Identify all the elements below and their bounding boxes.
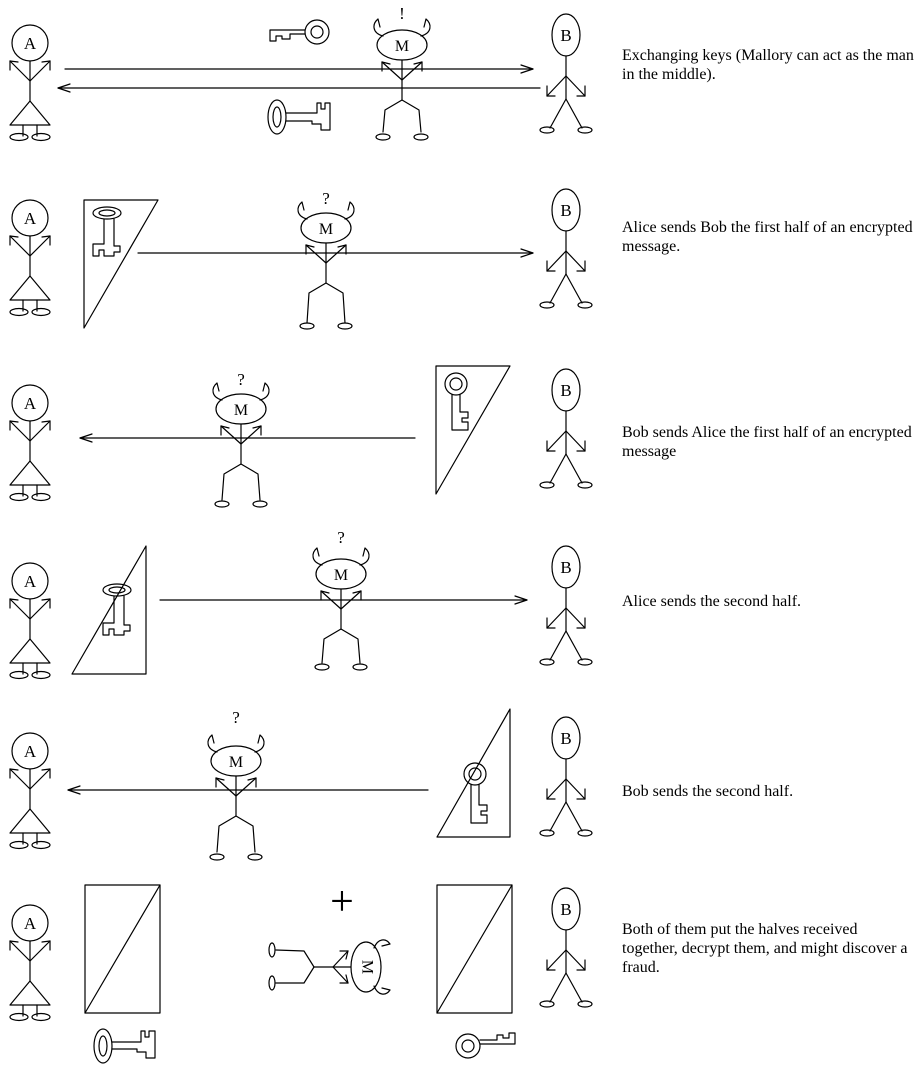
mallory-figure: ? M: [212, 370, 270, 508]
alice-label: A: [24, 34, 37, 53]
alice-figure: A: [9, 562, 51, 680]
encrypted-half-message-icon: [435, 365, 511, 495]
alice-combined-message-box: [84, 884, 161, 1014]
bob-label: B: [560, 729, 571, 748]
bob-label: B: [560, 558, 571, 577]
bob-figure: B: [539, 716, 593, 837]
panel-3: A B ? M: [9, 365, 593, 508]
bob-label: B: [560, 900, 571, 919]
caption-step-4: Alice sends the second half.: [622, 593, 802, 610]
mallory-mark: ?: [337, 528, 345, 547]
mallory-figure: ? M: [312, 528, 370, 671]
alice-figure: A: [9, 24, 51, 142]
mallory-mark: !: [399, 4, 405, 23]
panel-5: A B ? M: [9, 708, 593, 861]
arrow-alice-to-bob: [64, 64, 534, 74]
mallory-label: M: [229, 754, 243, 771]
mallory-label: M: [234, 402, 248, 419]
arrow-alice-to-bob: [159, 595, 528, 605]
alice-figure: A: [9, 904, 51, 1022]
bob-figure: B: [539, 13, 593, 134]
encrypted-half-message-icon: [83, 199, 159, 329]
alice-label: A: [24, 394, 37, 413]
arrow-bob-to-alice: [57, 83, 541, 93]
alice-figure: A: [9, 732, 51, 850]
arrow-bob-to-alice: [67, 785, 429, 795]
bob-label: B: [560, 26, 571, 45]
key-vertical-ring-icon: [267, 99, 331, 135]
bob-label: B: [560, 201, 571, 220]
panel-2: A B ? M: [9, 188, 593, 330]
caption-step-2: Alice sends Bob the first half of an enc…: [622, 219, 913, 255]
alice-label: A: [24, 914, 37, 933]
panel-4: A B ? M: [9, 528, 593, 680]
caption-step-1: Exchanging keys (Mallory can act as the …: [622, 47, 914, 83]
panel-1: A B ! M: [9, 4, 593, 142]
encrypted-half-message-icon: [71, 545, 147, 675]
mallory-mark: ?: [322, 189, 330, 208]
bob-figure: B: [539, 545, 593, 666]
mallory-mark: ?: [237, 370, 245, 389]
alice-figure: A: [9, 199, 51, 317]
mallory-figure: M: [268, 939, 391, 995]
bob-label: B: [560, 381, 571, 400]
mallory-label: M: [395, 38, 409, 55]
alice-label: A: [24, 742, 37, 761]
mallory-label: M: [319, 221, 333, 238]
mallory-figure: ? M: [297, 189, 355, 330]
mallory-mark: +: [330, 879, 354, 925]
alice-label: A: [24, 209, 37, 228]
mallory-figure: ! M: [373, 4, 431, 141]
key-horizontal-icon: [455, 1032, 516, 1059]
key-vertical-ring-icon: [93, 1028, 156, 1064]
arrow-bob-to-alice: [79, 433, 416, 443]
panel-6: A B + M: [9, 879, 593, 1064]
caption-step-3: Bob sends Alice the first half of an enc…: [622, 424, 912, 460]
mallory-label: M: [334, 567, 348, 584]
bob-figure: B: [539, 887, 593, 1008]
mallory-label: M: [358, 960, 375, 974]
bob-combined-message-box: [436, 884, 513, 1014]
alice-figure: A: [9, 384, 51, 502]
bob-figure: B: [539, 188, 593, 309]
encrypted-half-message-icon: [436, 708, 511, 838]
mallory-mark: ?: [232, 708, 240, 727]
mallory-figure: ? M: [207, 708, 265, 861]
alice-label: A: [24, 572, 37, 591]
bob-figure: B: [539, 368, 593, 489]
key-horizontal-icon: [269, 19, 330, 45]
caption-step-5: Bob sends the second half.: [622, 783, 794, 800]
caption-step-6: Both of them put the halves received tog…: [622, 921, 908, 976]
arrow-alice-to-bob: [137, 248, 534, 258]
